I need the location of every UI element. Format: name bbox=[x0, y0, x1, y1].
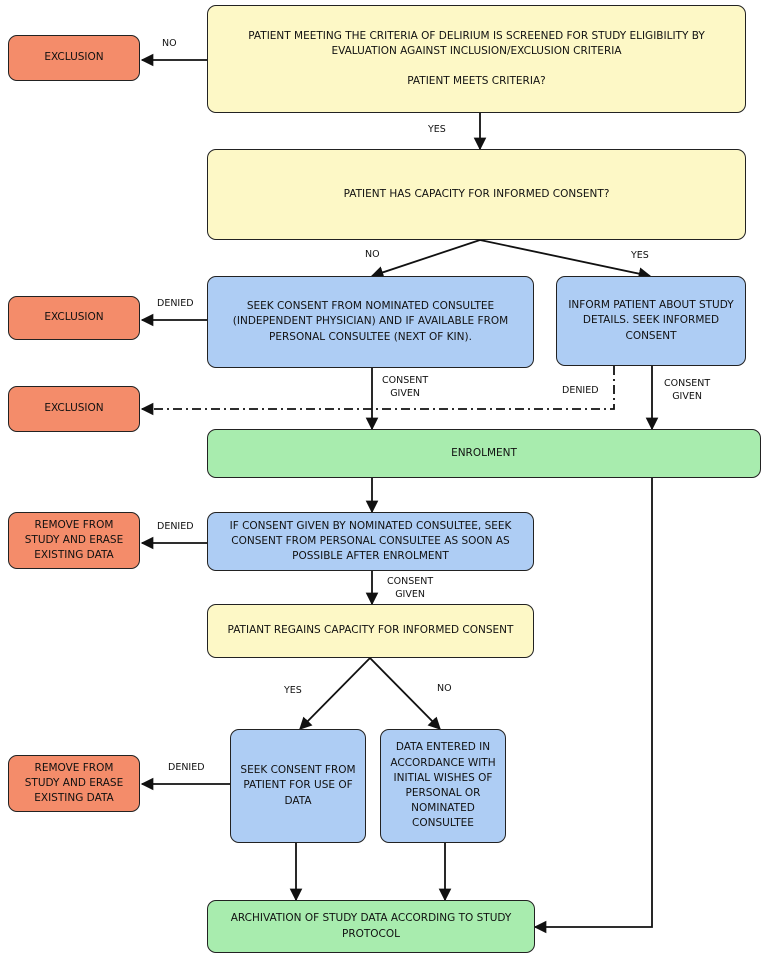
edge-inform-denied-to-exclusion bbox=[140, 366, 615, 416]
label-no-screen: NO bbox=[162, 38, 177, 49]
seek-patient-data-consent-box: SEEK CONSENT FROM PATIENT FOR USE OF DAT… bbox=[230, 729, 366, 843]
remove-data-box-1: REMOVE FROM STUDY AND ERASE EXISTING DAT… bbox=[8, 512, 140, 569]
label-consent-given-personal: CONSENT GIVEN bbox=[387, 576, 434, 600]
edge-enrolment-to-archivation bbox=[533, 478, 653, 934]
remove-data-box-2: REMOVE FROM STUDY AND ERASE EXISTING DAT… bbox=[8, 755, 140, 812]
regains-capacity-box: PATIANT REGAINS CAPACITY FOR INFORMED CO… bbox=[207, 604, 534, 658]
edge-regains-to-data-entered bbox=[369, 657, 441, 730]
label-denied-inform: DENIED bbox=[562, 385, 599, 396]
edge-capacity-to-seek-nominated bbox=[370, 239, 481, 279]
label-denied-patient-data: DENIED bbox=[168, 762, 205, 773]
screening-box: PATIENT MEETING THE CRITERIA OF DELIRIUM… bbox=[207, 5, 746, 113]
label-yes-capacity: YES bbox=[631, 250, 649, 261]
label-no-regains: NO bbox=[437, 683, 452, 694]
data-entered-box: DATA ENTERED IN ACCORDANCE WITH INITIAL … bbox=[380, 729, 506, 843]
exclusion-box-1: EXCLUSION bbox=[8, 35, 140, 81]
exclusion-box-3: EXCLUSION bbox=[8, 386, 140, 432]
label-no-capacity: NO bbox=[365, 249, 380, 260]
seek-personal-consent-box: IF CONSENT GIVEN BY NOMINATED CONSULTEE,… bbox=[207, 512, 534, 571]
capacity-question-box: PATIENT HAS CAPACITY FOR INFORMED CONSEN… bbox=[207, 149, 746, 240]
label-denied-personal: DENIED bbox=[157, 521, 194, 532]
seek-nominated-consent-box: SEEK CONSENT FROM NOMINATED CONSULTEE (I… bbox=[207, 276, 534, 368]
archivation-box: ARCHIVATION OF STUDY DATA ACCORDING TO S… bbox=[207, 900, 535, 953]
label-consent-given-inform: CONSENT GIVEN bbox=[664, 378, 711, 402]
edge-capacity-to-inform-patient bbox=[479, 239, 652, 280]
label-yes-regains: YES bbox=[284, 685, 302, 696]
label-consent-given-nominated: CONSENT GIVEN bbox=[382, 375, 429, 399]
label-yes-screen: YES bbox=[428, 124, 446, 135]
inform-patient-box: INFORM PATIENT ABOUT STUDY DETAILS. SEEK… bbox=[556, 276, 746, 366]
label-denied-nominated: DENIED bbox=[157, 298, 194, 309]
edge-regains-to-seek-patient-data bbox=[299, 657, 371, 730]
enrolment-box: ENROLMENT bbox=[207, 429, 761, 478]
exclusion-box-2: EXCLUSION bbox=[8, 296, 140, 340]
